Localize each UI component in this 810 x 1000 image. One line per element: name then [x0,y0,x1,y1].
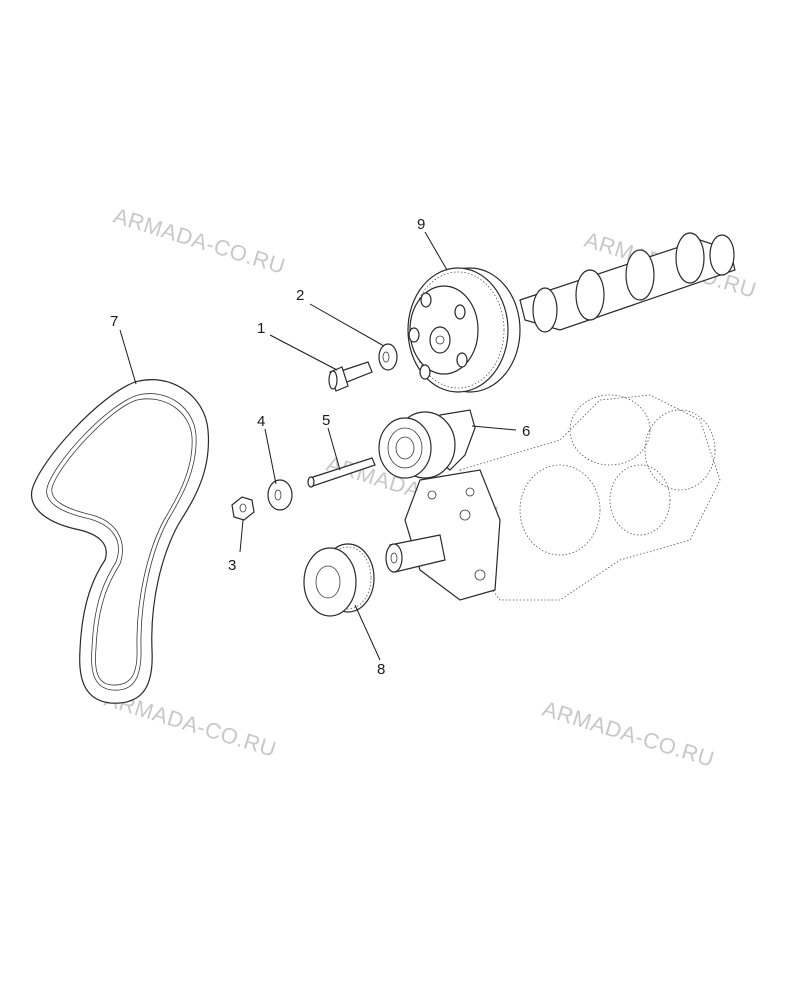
callout-9: 9 [417,216,425,233]
callout-3: 3 [228,557,236,574]
callout-1: 1 [257,320,265,337]
nut-part [231,496,255,521]
pin-part [307,457,376,488]
callout-2: 2 [296,287,304,304]
camshaft-assembly [519,232,736,333]
crankshaft-assembly [385,394,721,601]
bolt-part [328,361,373,392]
callout-4: 4 [257,413,265,430]
washer-part-4 [267,479,293,511]
tensioner-pulley-part [378,409,476,479]
watermark-5: ARMADA-CO.RU [540,696,718,772]
callout-8: 8 [377,661,385,678]
leader-lines [119,231,517,661]
timing-belt-part [31,379,210,704]
watermark-1: ARMADA-CO.RU [111,203,289,279]
callout-7: 7 [110,313,118,330]
callout-6: 6 [522,423,530,440]
crankshaft-sprocket-part [303,543,375,617]
washer-part-2 [378,343,398,371]
callout-5: 5 [322,412,330,429]
callout-labels: 1 2 3 4 5 6 7 8 9 [110,216,530,678]
camshaft-sprocket-part [407,267,521,393]
